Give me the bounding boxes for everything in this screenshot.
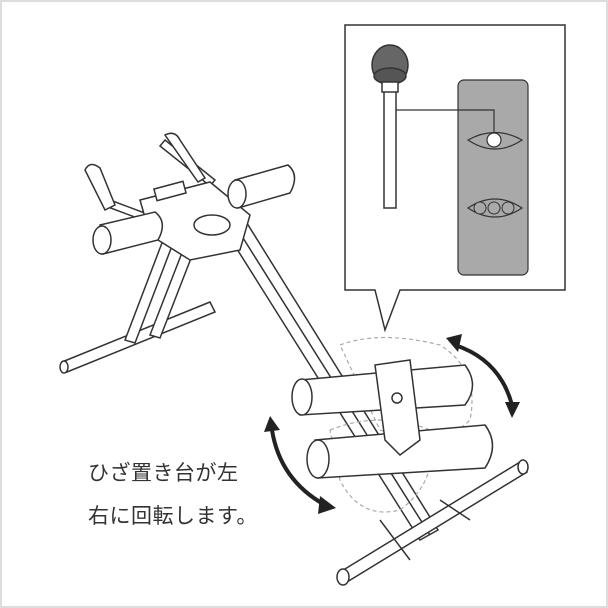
rotation-arrows [270,343,514,507]
arm-pads [92,164,296,255]
pin-hole [486,132,502,148]
top-housing [139,180,251,261]
caption-line-1: ひざ置き台が左 [88,461,239,485]
front-base-bar [336,459,529,586]
handlebars [84,132,217,223]
lock-pin [371,44,409,209]
arrow-heads [264,334,520,514]
adjust-plate [457,79,529,276]
detail-inset [344,24,566,333]
knee-pads [291,359,494,479]
caption-line-2: 右に回転します。 [88,504,258,528]
